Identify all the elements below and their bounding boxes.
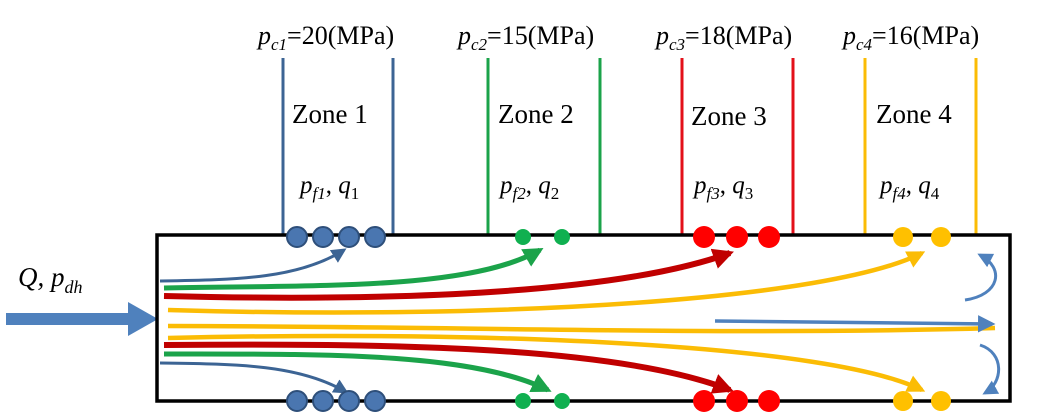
zone-2-pc-label: pc2=15(MPa)	[456, 21, 594, 54]
zone-1-name: Zone 1	[292, 99, 368, 129]
perforation-hole	[758, 390, 780, 412]
flow-line-red-upper	[163, 248, 734, 301]
perforation-hole	[338, 390, 360, 412]
zone-4-pc-label: pc4=16(MPa)	[841, 21, 979, 54]
perforation-hole	[554, 393, 570, 409]
perforation-hole	[312, 226, 334, 248]
perforation-hole	[693, 226, 715, 248]
recirculation-arc-lower	[979, 343, 1001, 395]
zone-3-pf-q-label: pf3, q3	[692, 172, 753, 203]
perforation-hole	[893, 391, 913, 411]
zone-1-pc-label: pc1=20(MPa)	[256, 21, 394, 54]
zone-3-pc-label: pc3=18(MPa)	[654, 21, 792, 54]
zone-4-name: Zone 4	[876, 99, 952, 129]
flow-line-blue-center	[714, 315, 996, 333]
perforation-hole	[554, 229, 570, 245]
perforation-hole	[364, 390, 386, 412]
zone-2-name: Zone 2	[498, 99, 574, 129]
zone-3-name: Zone 3	[691, 101, 767, 131]
flow-line-yellow-upper	[167, 250, 926, 315]
flow-line-blue-lower	[159, 361, 349, 394]
zone-2-pf-q-label: pf2, q2	[498, 172, 559, 203]
perforation-hole	[364, 226, 386, 248]
zone-boundaries	[281, 58, 978, 236]
flow-line-green-upper	[163, 247, 544, 291]
perforation-hole	[758, 226, 780, 248]
perforation-hole	[931, 227, 951, 247]
perforation-hole	[312, 390, 334, 412]
inlet-arrow	[6, 302, 158, 336]
zone-names: Zone 1 Zone 2 Zone 3 Zone 4	[292, 99, 952, 131]
perforation-hole	[693, 390, 715, 412]
perforation-holes	[286, 226, 951, 412]
flow-line-yellow-lower	[167, 333, 926, 393]
zone-4-pf-q-label: pf4, q4	[878, 172, 940, 203]
perforation-hole	[726, 226, 748, 248]
perforation-hole	[931, 391, 951, 411]
perforation-hole	[286, 390, 308, 412]
perforation-hole	[515, 393, 531, 409]
perforation-hole	[893, 227, 913, 247]
closure-pressure-labels: pc1=20(MPa) pc2=15(MPa) pc3=18(MPa) pc4=…	[256, 21, 979, 54]
inlet-label: Q, pdh	[18, 262, 83, 297]
zone-1-pf-q-label: pf1, q1	[298, 172, 359, 203]
flow-line-blue-upper	[159, 248, 347, 283]
flow-line-green-lower	[163, 351, 552, 393]
flow-lines	[159, 247, 1001, 395]
flow-line-yellow-center	[167, 323, 996, 334]
perforation-hole	[515, 229, 531, 245]
flow-line-red-lower	[163, 341, 734, 394]
wellbore	[155, 233, 1012, 403]
perforation-hole	[726, 390, 748, 412]
perforation-hole	[338, 226, 360, 248]
perforation-hole	[286, 226, 308, 248]
zone-flow-labels: pf1, q1 pf2, q2 pf3, q3 pf4, q4	[298, 172, 940, 203]
recirculation-arc-upper	[964, 253, 998, 302]
